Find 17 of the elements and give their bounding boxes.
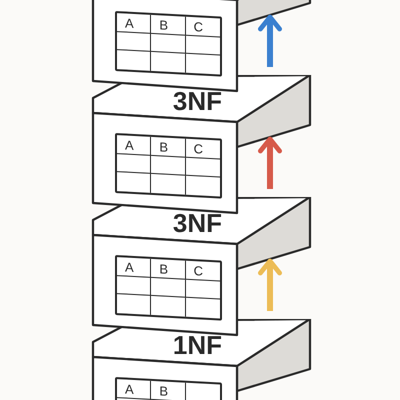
column-header: B bbox=[159, 17, 168, 33]
arrow bbox=[258, 14, 282, 67]
column-header: B bbox=[159, 261, 168, 277]
column-header: A bbox=[125, 260, 134, 275]
normal-form-label: 3NF bbox=[172, 87, 222, 115]
column-header: A bbox=[125, 138, 134, 153]
column-header: C bbox=[194, 19, 204, 35]
normal-form-label: 1NF bbox=[172, 331, 222, 359]
column-header: A bbox=[125, 16, 134, 31]
arrow bbox=[258, 258, 282, 311]
arrow bbox=[258, 136, 282, 189]
column-header: B bbox=[159, 139, 168, 155]
column-header: C bbox=[194, 263, 204, 279]
column-header: C bbox=[194, 141, 204, 157]
normal-form-label: 3NF bbox=[172, 209, 222, 237]
column-header: B bbox=[159, 383, 168, 399]
column-header: A bbox=[125, 382, 134, 397]
